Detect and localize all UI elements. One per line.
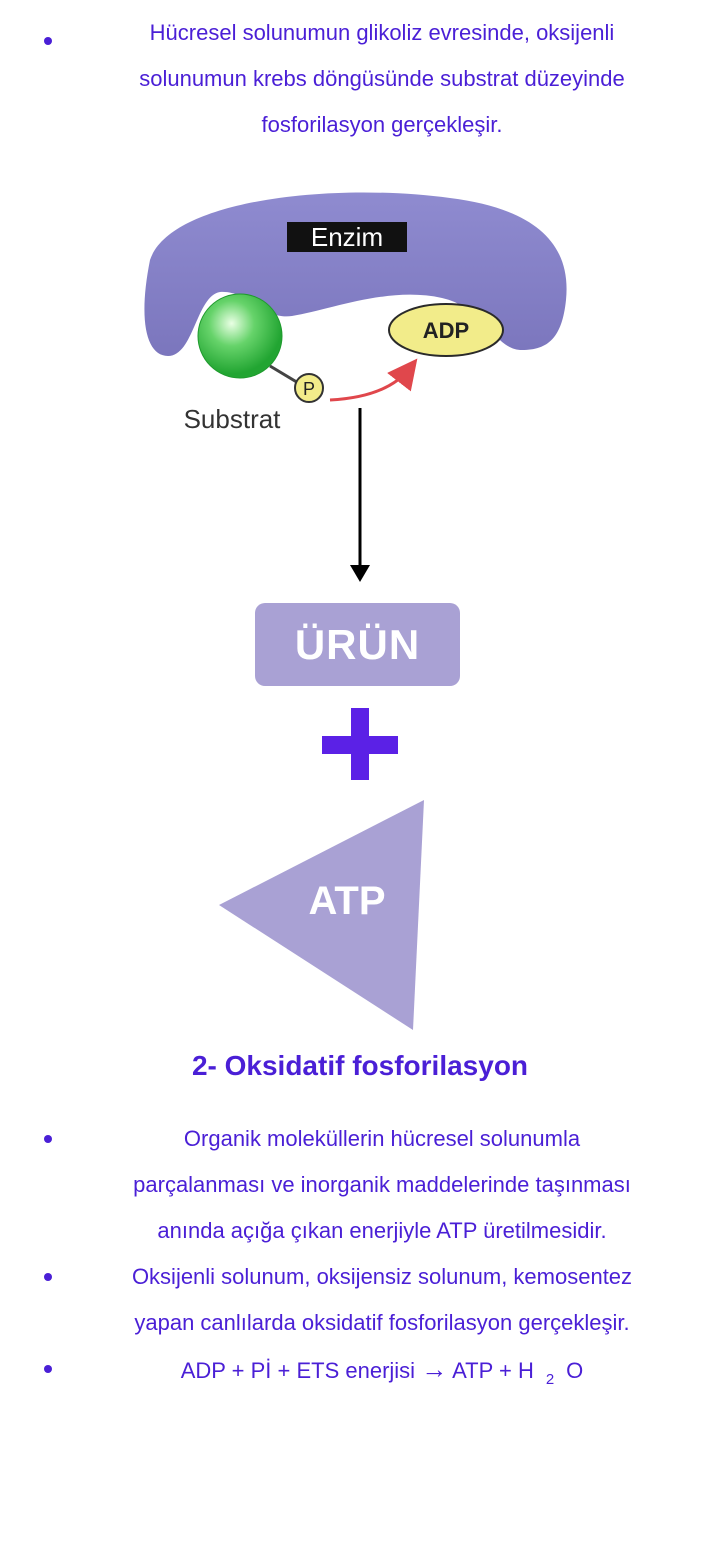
- substrate-ball: [197, 293, 283, 379]
- enzyme-diagram: Enzim P ADP Substrat: [144, 192, 567, 582]
- reaction-arrow-icon: →: [421, 1354, 448, 1384]
- transfer-arrow: [329, 358, 418, 402]
- bullet-dot: [44, 1273, 52, 1281]
- adp-ellipse: [388, 303, 504, 357]
- atp-label: ATP: [308, 879, 385, 923]
- definition-line-1: Organik moleküllerin hücresel solunumla: [183, 1126, 581, 1151]
- atp-triangle: ATP: [219, 800, 424, 1030]
- equation-subscript: 2: [545, 1371, 555, 1388]
- organisms-line-2: yapan canlılarda oksidatif fosforilasyon…: [134, 1310, 630, 1335]
- definition-line-2: parçalanması ve inorganik maddelerinde t…: [133, 1172, 631, 1197]
- product-box: ÜRÜN: [255, 603, 460, 686]
- equation-left: ADP + Pİ + ETS enerjisi: [180, 1358, 416, 1383]
- section-heading: 2- Oksidatif fosforilasyon: [191, 1050, 529, 1081]
- equation-right: ATP + H: [452, 1358, 534, 1383]
- definition-bullet: Organik moleküllerin hücresel solunumla …: [0, 1116, 720, 1256]
- definition-text: Organik moleküllerin hücresel solunumla …: [72, 1116, 692, 1254]
- equation-tail: O: [566, 1358, 584, 1383]
- bond-line: [269, 364, 301, 386]
- bullet-dot: [44, 1135, 52, 1143]
- product-label: ÜRÜN: [294, 620, 421, 668]
- bullet-dot: [44, 37, 52, 45]
- enzyme-shape: [144, 192, 567, 356]
- intro-line-1: Hücresel solunumun glikoliz evresinde, o…: [149, 20, 615, 45]
- enzyme-label-bg: [287, 222, 407, 252]
- enzyme-label: Enzim: [311, 222, 383, 252]
- phosphate-label: P: [303, 379, 315, 399]
- organisms-text: Oksijenli solunum, oksijensiz solunum, k…: [72, 1254, 692, 1346]
- substrate-label: Substrat: [184, 404, 282, 434]
- organisms-line-1: Oksijenli solunum, oksijensiz solunum, k…: [131, 1264, 633, 1289]
- bullet-dot: [44, 1365, 52, 1373]
- adp-label: ADP: [423, 318, 469, 343]
- intro-bullet: Hücresel solunumun glikoliz evresinde, o…: [0, 10, 720, 150]
- definition-line-3: anında açığa çıkan enerjiyle ATP üretilm…: [157, 1218, 607, 1243]
- intro-text: Hücresel solunumun glikoliz evresinde, o…: [72, 10, 692, 148]
- intro-line-2: solunumun krebs döngüsünde substrat düze…: [139, 66, 625, 91]
- down-arrow-head: [350, 565, 370, 582]
- intro-line-3: fosforilasyon gerçekleşir.: [261, 112, 503, 137]
- plus-icon: [322, 708, 398, 780]
- organisms-bullet: Oksijenli solunum, oksijensiz solunum, k…: [0, 1254, 720, 1346]
- phosphate-circle: [294, 373, 324, 403]
